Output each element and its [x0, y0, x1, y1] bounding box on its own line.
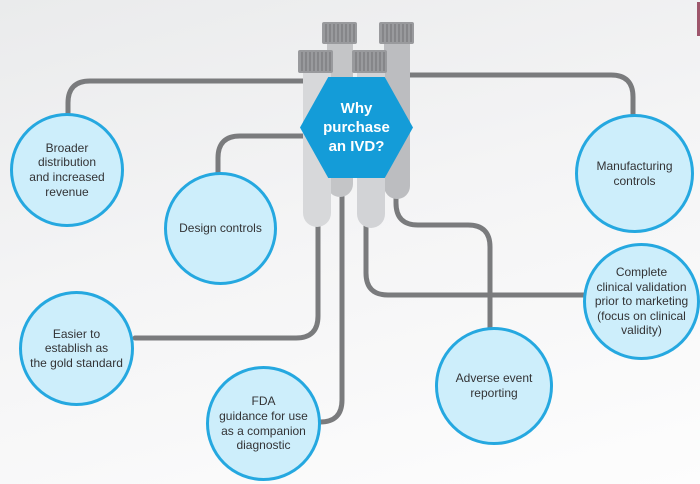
node-easier-gold-standard: Easier to establish as the gold standard — [19, 291, 134, 406]
hexagon-line: purchase — [323, 118, 390, 136]
tube-cap — [352, 50, 387, 73]
node-label: Design controls — [179, 221, 262, 236]
tube-cap-ribs — [355, 52, 385, 71]
central-question-hexagon: Why purchase an IVD? — [300, 77, 413, 178]
tube-cap — [379, 22, 414, 44]
node-broader-distribution: Broader distribution and increased reven… — [10, 113, 124, 227]
node-label: Easier to establish as the gold standard — [30, 326, 123, 370]
node-label: FDA guidance for use as a companion diag… — [219, 394, 308, 453]
connector-manufacturing-controls — [392, 72, 636, 120]
tube-cap-ribs — [301, 52, 331, 71]
page-edge-mark — [697, 2, 700, 36]
node-fda-guidance: FDA guidance for use as a companion diag… — [206, 366, 321, 481]
tube-cap-ribs — [325, 24, 355, 42]
hexagon-line: Why — [340, 99, 373, 117]
tube-cap — [322, 22, 357, 44]
tube-cap-ribs — [382, 24, 412, 42]
node-label: Complete clinical validation prior to ma… — [594, 264, 689, 338]
connector-complete-validation — [363, 207, 589, 298]
node-label: Manufacturing controls — [596, 158, 673, 188]
tube-cap — [298, 50, 333, 73]
connector-adverse-event — [393, 182, 493, 333]
hexagon-line: an IVD? — [328, 138, 385, 156]
connector-easier-gold-standard — [132, 207, 321, 341]
node-adverse-event: Adverse event reporting — [435, 327, 553, 445]
node-label: Broader distribution and increased reven… — [29, 140, 105, 199]
connector-broader-distribution — [65, 78, 321, 119]
node-manufacturing-controls: Manufacturing controls — [575, 114, 694, 233]
hexagon-label: Why purchase an IVD? — [323, 99, 390, 156]
connector-design-controls — [215, 133, 315, 179]
node-label: Adverse event reporting — [455, 371, 533, 400]
node-complete-validation: Complete clinical validation prior to ma… — [583, 243, 700, 360]
node-design-controls: Design controls — [164, 172, 277, 285]
